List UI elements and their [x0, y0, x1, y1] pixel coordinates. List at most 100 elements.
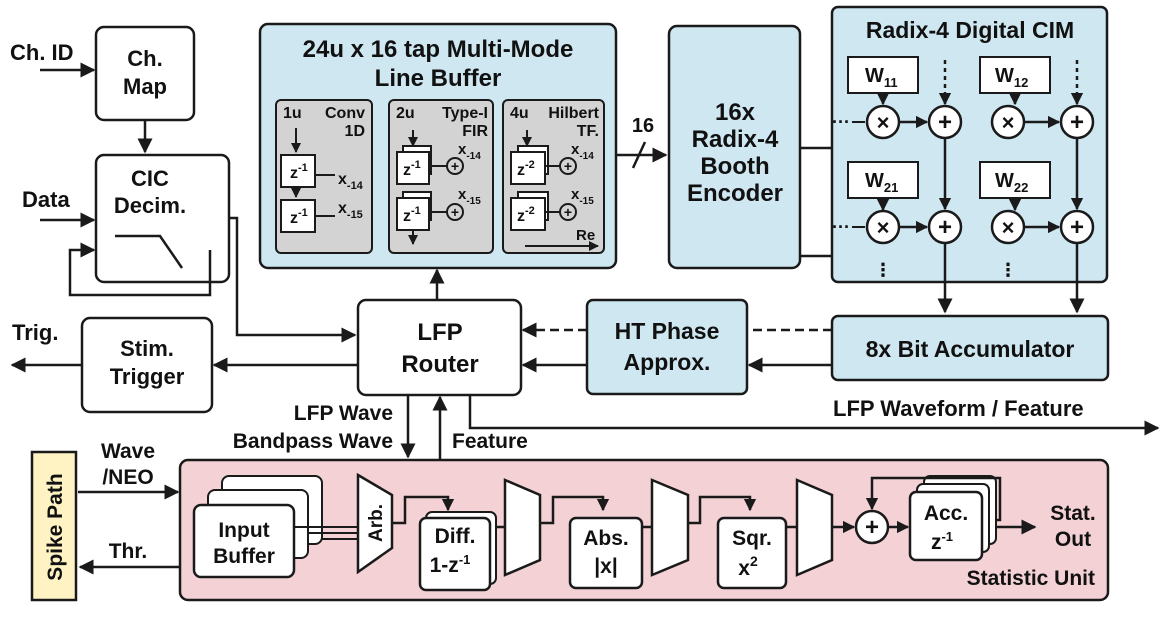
adder-11: +	[927, 104, 963, 140]
svg-text:W22: W22	[995, 170, 1028, 195]
mode2-delay2: z-1	[403, 205, 421, 225]
multiplier-11: ×	[865, 104, 901, 140]
svg-text:+: +	[1070, 109, 1084, 136]
adder-22: +	[1059, 209, 1095, 245]
bandpass-wave-label: Bandpass Wave	[233, 430, 393, 453]
feature-label: Feature	[452, 430, 528, 453]
mode3-out2: x-15	[571, 186, 594, 207]
mode3-name2: TF.	[577, 123, 599, 140]
data-label: Data	[22, 187, 70, 212]
svg-text:×: ×	[1002, 215, 1015, 240]
booth-line4: Encoder	[687, 180, 783, 207]
mode2-name2: FIR	[462, 123, 488, 140]
mode-panel-conv1d: 1u Conv 1D z-1 z-1 x-14 x-15	[275, 99, 373, 254]
mode1-delay2: z-1	[290, 207, 308, 227]
line-buffer-title1: 24u x 16 tap Multi-Mode	[303, 36, 574, 63]
svg-text:W21: W21	[865, 170, 898, 195]
cim-title: Radix-4 Digital CIM	[866, 17, 1074, 43]
adder-21: +	[927, 209, 963, 245]
abs-block	[568, 516, 644, 590]
lfp-waveform-label: LFP Waveform / Feature	[833, 396, 1084, 421]
diff-block	[418, 516, 492, 592]
mode-panel-hilbert: 4u Hilbert TF. z-2 z-2 + + x-14 x-15 Re	[502, 99, 605, 254]
stat-out-line1: Stat.	[1050, 502, 1096, 525]
sqr-line2: x2	[738, 553, 758, 580]
arbiter-mux	[356, 472, 394, 575]
ch-id-label: Ch. ID	[10, 40, 74, 65]
cic-to-router-line	[229, 216, 357, 343]
mode1-width: 1u	[283, 105, 302, 122]
mode2-out1: x-14	[458, 141, 481, 162]
cic-line1: CIC	[131, 166, 169, 191]
lfp-router-block	[356, 298, 523, 397]
svg-text:+: +	[1070, 214, 1084, 241]
abs-line2: |x|	[594, 555, 617, 578]
mode1-delay1: z-1	[290, 162, 308, 182]
svg-text:×: ×	[1002, 110, 1015, 135]
lfp-router-line2: Router	[401, 351, 478, 378]
cim-dots-h2: ···	[832, 217, 850, 237]
sqr-block	[716, 516, 788, 590]
mux-2	[650, 478, 690, 577]
bit-accumulator-block	[830, 314, 1110, 382]
acc-line2: z-1	[931, 529, 953, 554]
ch-map-line2: Map	[123, 74, 167, 99]
arb-label: Arb.	[366, 504, 387, 542]
mode2-out2: x-15	[458, 186, 481, 207]
acc-block	[908, 490, 984, 562]
svg-text:+: +	[865, 514, 879, 541]
booth-line2: Radix-4	[692, 126, 779, 153]
ht-phase-line1: HT Phase	[615, 318, 720, 344]
abs-line1: Abs.	[583, 527, 629, 550]
mode3-re-label: Re	[576, 227, 595, 244]
stim-trigger-line1: Stim.	[120, 336, 174, 361]
ch-map-line1: Ch.	[127, 46, 162, 71]
mode1-out2: x-15	[338, 200, 363, 221]
cim-dots-h1: ···	[832, 112, 850, 132]
wave-neo-line1: Wave	[101, 440, 155, 463]
mode2-width: 2u	[396, 105, 415, 122]
diff-line1: Diff.	[435, 525, 476, 548]
trig-label: Trig.	[12, 320, 58, 345]
mode-panel-fir: 2u Type-I FIR z-1 z-1 + + x-14 x-15	[388, 99, 494, 254]
svg-text:×: ×	[877, 110, 890, 135]
cim-dots-v2: ⋮	[999, 260, 1017, 280]
mode3-delay1: z-2	[517, 159, 535, 179]
statistic-unit-title: Statistic Unit	[967, 567, 1095, 590]
bus-slash	[631, 141, 647, 169]
mode3-name1: Hilbert	[548, 105, 599, 122]
cic-line2: Decim.	[114, 193, 186, 218]
weight-w11	[847, 56, 919, 94]
svg-text:+: +	[938, 109, 952, 136]
lfp-wave-label: LFP Wave	[294, 402, 393, 425]
mux-3	[795, 478, 834, 577]
lowpass-icon	[115, 234, 184, 269]
svg-text:+: +	[938, 214, 952, 241]
bus-width-label: 16	[632, 115, 654, 137]
input-buffer-block	[192, 503, 296, 579]
weight-w21	[847, 161, 919, 199]
stat-out-line2: Out	[1055, 528, 1091, 551]
mode2-name1: Type-I	[442, 105, 488, 122]
mode3-out1: x-14	[571, 141, 594, 162]
svg-text:W11: W11	[865, 65, 898, 90]
mux-1	[503, 478, 542, 577]
mode1-name1: Conv	[325, 105, 365, 122]
lfp-router-line1: LFP	[417, 319, 462, 346]
thr-label: Thr.	[109, 540, 148, 563]
multiplier-12: ×	[990, 104, 1026, 140]
diff-line2: 1-z-1	[430, 552, 471, 577]
statistic-unit-block	[178, 458, 1110, 602]
mode2-delay1: z-1	[403, 159, 421, 179]
ht-phase-block	[585, 298, 749, 396]
adder-12: +	[1059, 104, 1095, 140]
svg-text:W12: W12	[995, 65, 1028, 90]
stim-trigger-line2: Trigger	[110, 364, 185, 389]
cim-dots-v1: ⋮	[874, 260, 892, 280]
input-buffer-line2: Buffer	[213, 545, 275, 568]
mode2-adder1: +	[451, 158, 459, 174]
wave-neo-line2: /NEO	[102, 466, 153, 489]
svg-text:×: ×	[877, 215, 890, 240]
input-buffer-line1: Input	[218, 519, 269, 542]
spike-path-block	[30, 450, 78, 602]
